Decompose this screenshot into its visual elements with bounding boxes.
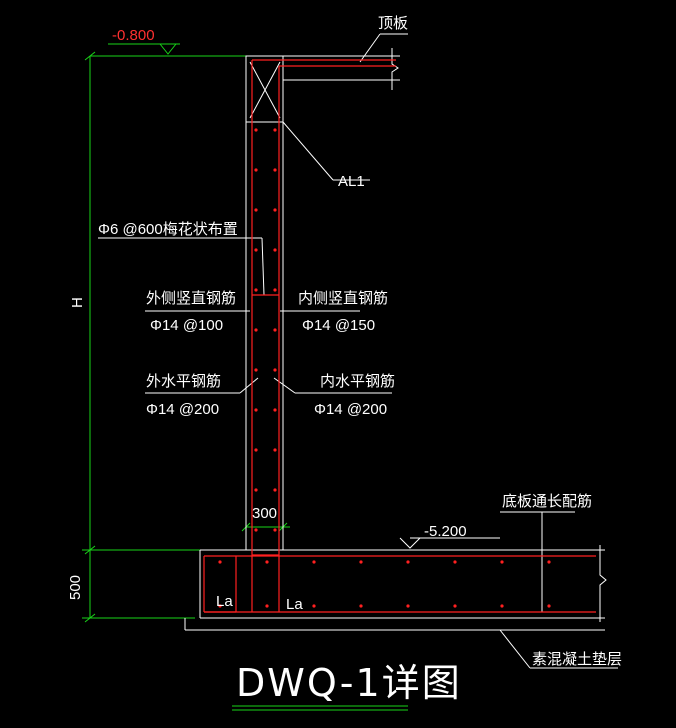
rebar-dot xyxy=(273,168,277,172)
rebar-dot xyxy=(273,448,277,452)
rebar-dot xyxy=(254,368,258,372)
rebar-dots xyxy=(218,128,551,608)
rebar-dot xyxy=(273,208,277,212)
rebar-dot xyxy=(312,604,316,608)
wall-thickness-label: 300 xyxy=(252,505,277,522)
rebar-dot xyxy=(273,128,277,132)
rebar-dot xyxy=(273,488,277,492)
rebar-dot xyxy=(254,208,258,212)
rebar-dot xyxy=(453,560,457,564)
rebar-dot xyxy=(406,560,410,564)
rebar-dot xyxy=(265,604,269,608)
rebar-dot xyxy=(547,560,551,564)
tie-bars-label: Φ6 @600梅花状布置 xyxy=(98,221,238,238)
outer-horizontal-spec: Φ14 @200 xyxy=(146,401,219,418)
rebar-dot xyxy=(254,128,258,132)
rebar-dot xyxy=(218,604,222,608)
rebar-dot xyxy=(273,528,277,532)
elevation-bottom-label: -5.200 xyxy=(424,523,467,540)
rebar-dot xyxy=(254,288,258,292)
roof-slab-label: 顶板 xyxy=(378,14,408,32)
rebar-dot xyxy=(312,560,316,564)
inner-vertical-spec: Φ14 @150 xyxy=(302,317,375,334)
cushion-label: 素混凝土垫层 xyxy=(532,651,622,668)
outer-vertical-spec: Φ14 @100 xyxy=(150,317,223,334)
rebar-dot xyxy=(359,560,363,564)
rebar-lines xyxy=(203,59,596,613)
rebar-dot xyxy=(273,288,277,292)
rebar-dot xyxy=(359,604,363,608)
anchorage-right-label: La xyxy=(286,596,303,613)
drawing-title: DWQ-1详图 xyxy=(236,661,462,705)
inner-horizontal-spec: Φ14 @200 xyxy=(314,401,387,418)
structure-outline xyxy=(98,33,618,669)
rebar-dot xyxy=(254,408,258,412)
inner-horizontal-label: 内水平钢筋 xyxy=(320,373,395,390)
rebar-dot xyxy=(453,604,457,608)
base-thickness-label: 500 xyxy=(67,575,84,600)
inner-vertical-label: 内侧竖直钢筋 xyxy=(298,290,388,307)
rebar-dot xyxy=(273,328,277,332)
rebar-dot xyxy=(273,408,277,412)
base-bars-label: 底板通长配筋 xyxy=(502,492,592,510)
drawing-labels: -0.800 顶板 AL1 Φ6 @600梅花状布置 外侧竖直钢筋 Φ14 @1… xyxy=(67,14,622,705)
elevation-top-label: -0.800 xyxy=(112,27,155,44)
rebar-dot xyxy=(406,604,410,608)
rebar-dot xyxy=(254,488,258,492)
rebar-dot xyxy=(547,604,551,608)
anchorage-left-label: La xyxy=(216,593,233,610)
rebar-dot xyxy=(254,448,258,452)
outer-horizontal-label: 外水平钢筋 xyxy=(146,373,221,390)
rebar-dot xyxy=(500,604,504,608)
rebar-dot xyxy=(265,560,269,564)
height-label: H xyxy=(69,297,86,308)
rebar-dot xyxy=(254,168,258,172)
beam-al1-label: AL1 xyxy=(338,173,365,190)
rebar-dot xyxy=(500,560,504,564)
outer-vertical-label: 外侧竖直钢筋 xyxy=(146,290,236,307)
rebar-dot xyxy=(273,248,277,252)
rebar-dot xyxy=(254,248,258,252)
rebar-dot xyxy=(254,328,258,332)
rebar-dot xyxy=(218,560,222,564)
rebar-dot xyxy=(254,528,258,532)
rebar-dot xyxy=(273,368,277,372)
